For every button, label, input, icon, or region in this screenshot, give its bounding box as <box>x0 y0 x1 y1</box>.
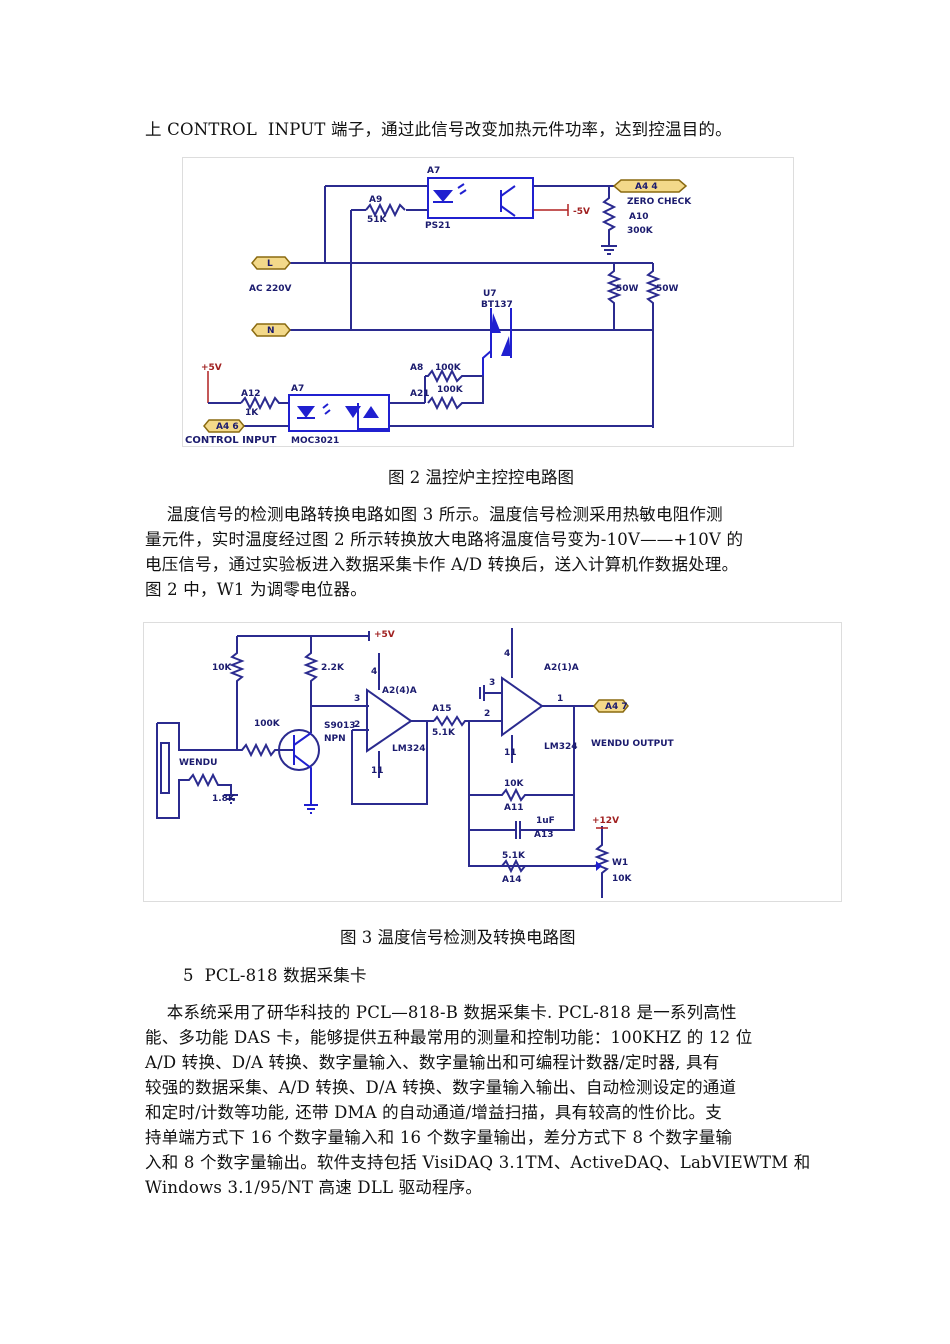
circuit-label: A11 <box>504 803 524 813</box>
circuit-label: A14 <box>502 875 522 885</box>
circuit-label: 5.1K <box>502 851 526 861</box>
circuit-label: S9013 <box>324 721 356 731</box>
circuit-label: -5V <box>573 207 590 217</box>
paragraph-line: 温度信号的检测电路转换电路如图 3 所示。温度信号检测采用热敏电阻作测 <box>145 505 723 524</box>
circuit-label: N <box>267 326 275 336</box>
circuit-label: 5.1K <box>432 728 456 738</box>
circuit-label: 1.8K <box>212 794 236 804</box>
circuit-label: PS21 <box>425 221 451 231</box>
circuit-label: MOC3021 <box>291 436 339 446</box>
circuit-label: 2 <box>484 709 490 719</box>
circuit-label: 50W <box>616 284 639 294</box>
circuit-label: A7 <box>291 384 304 394</box>
circuit-label: U7 <box>483 289 497 299</box>
paragraph-line: Windows 3.1/95/NT 高速 DLL 驱动程序。 <box>145 1178 483 1197</box>
circuit-label: L <box>267 259 273 269</box>
circuit-label: 50W <box>656 284 679 294</box>
figure-2-circuit: A7 A9 51K PS21 -5V A4 4 ZERO CHECK A10 3… <box>182 157 794 447</box>
paragraph-line: 电压信号，通过实验板进入数据采集卡作 A/D 转换后，送入计算机作数据处理。 <box>145 555 739 574</box>
circuit-label: WENDU OUTPUT <box>591 739 675 749</box>
circuit-label: A4 4 <box>635 182 658 192</box>
circuit-label: A21 <box>410 389 430 399</box>
figure-3-caption: 图 3 温度信号检测及转换电路图 <box>340 928 576 947</box>
circuit-label: NPN <box>324 734 346 744</box>
circuit-label: A8 <box>410 363 423 373</box>
paragraph-line: 量元件，实时温度经过图 2 所示转换放大电路将温度信号变为-10V——+10V … <box>145 530 744 549</box>
circuit-label: 2.2K <box>321 663 345 673</box>
circuit-label: A2(4)A <box>382 686 417 696</box>
circuit-label: 51K <box>367 215 388 225</box>
circuit-label: 300K <box>627 226 654 236</box>
paragraph-line: 持单端方式下 16 个数字量输入和 16 个数字量输出，差分方式下 8 个数字量… <box>145 1128 733 1147</box>
circuit-label: 4 <box>371 667 377 677</box>
circuit-label: LM324 <box>392 744 425 754</box>
circuit-label: +5V <box>201 363 222 373</box>
circuit-label: 11 <box>504 748 517 758</box>
section-title: 5 PCL-818 数据采集卡 <box>183 966 367 985</box>
circuit-label: AC 220V <box>249 284 291 294</box>
circuit-label: A4 6 <box>216 422 239 432</box>
circuit-label: A2(1)A <box>544 663 579 673</box>
figure-2-caption: 图 2 温控炉主控控电路图 <box>388 468 574 487</box>
control-input-label: CONTROL INPUT <box>185 435 277 446</box>
circuit-label: A13 <box>534 830 554 840</box>
circuit-label: 10K <box>612 874 633 884</box>
circuit-label: W1 <box>612 858 628 868</box>
label: A7 <box>427 166 440 176</box>
circuit-label: 11 <box>371 766 384 776</box>
circuit-label: A15 <box>432 704 452 714</box>
paragraph-line: 图 2 中，W1 为调零电位器。 <box>145 580 367 599</box>
circuit-label: WENDU <box>179 758 217 768</box>
figure-3-circuit: +5V 10K 2.2K 100K S9013 NPN WENDU 1.8K 3… <box>143 622 842 902</box>
circuit-label: LM324 <box>544 742 577 752</box>
paragraph-line: 入和 8 个数字量输出。软件支持包括 VisiDAQ 3.1TM、ActiveD… <box>145 1153 811 1172</box>
circuit-label: 1 <box>557 694 563 704</box>
circuit-label: 1K <box>245 408 259 418</box>
circuit-label: A9 <box>369 195 382 205</box>
circuit-label: 4 <box>504 649 510 659</box>
circuit-label: 2 <box>354 720 360 730</box>
paragraph-line: A/D 转换、D/A 转换、数字量输入、数字量输出和可编程计数器/定时器, 具有 <box>145 1053 720 1072</box>
paragraph-line: 能、多功能 DAS 卡，能够提供五种最常用的测量和控制功能：100KHZ 的 1… <box>145 1028 753 1047</box>
circuit-label: 3 <box>354 694 360 704</box>
circuit-label: BT137 <box>481 300 513 310</box>
circuit-label: +5V <box>374 630 395 640</box>
circuit-label: 1uF <box>536 816 555 826</box>
circuit-label: +12V <box>592 816 619 826</box>
paragraph-line: 较强的数据采集、A/D 转换、D/A 转换、数字量输入输出、自动检测设定的通道 <box>145 1078 737 1097</box>
circuit-label: 100K <box>435 363 462 373</box>
circuit-label: A10 <box>629 212 649 222</box>
circuit-label: 100K <box>254 719 281 729</box>
circuit-label: ZERO CHECK <box>627 197 692 207</box>
circuit-label: 10K <box>504 779 525 789</box>
circuit-label: 100K <box>437 385 464 395</box>
paragraph-line: 本系统采用了研华科技的 PCL—818-B 数据采集卡. PCL-818 是一系… <box>145 1003 737 1022</box>
paragraph-line: 和定时/计数等功能, 还带 DMA 的自动通道/增益扫描，具有较高的性价比。支 <box>145 1103 722 1122</box>
intro-line: 上 CONTROL INPUT 端子，通过此信号改变加热元件功率，达到控温目的。 <box>145 120 732 139</box>
circuit-label: 3 <box>489 678 495 688</box>
circuit-label: A4 7 <box>605 702 628 712</box>
circuit-label: A12 <box>241 389 261 399</box>
circuit-label: 10K <box>212 663 233 673</box>
